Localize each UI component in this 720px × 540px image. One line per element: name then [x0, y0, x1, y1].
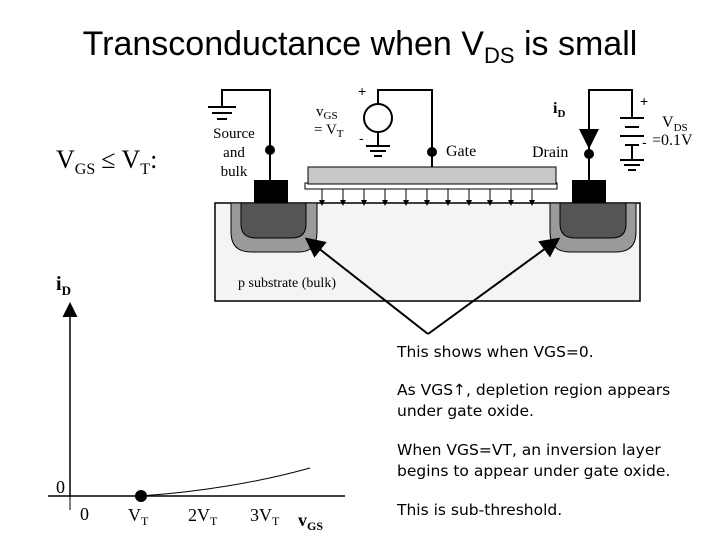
vt-point — [135, 490, 147, 502]
note-inversion: When VGS=VT, an inversion layer begins t… — [397, 441, 671, 480]
substrate-label: p substrate (bulk) — [238, 276, 336, 291]
vgs-label: vGS = VT — [314, 104, 344, 140]
gate-source-plus: + — [358, 83, 366, 99]
graph-x-2vt: 2VT — [188, 505, 218, 528]
graph-x-vt: VT — [128, 505, 149, 528]
title-sub: DS — [483, 43, 515, 68]
source-contact — [254, 180, 288, 203]
gate-label: Gate — [446, 143, 476, 160]
drain-contact — [572, 180, 606, 203]
source-label: Source and bulk — [213, 126, 255, 180]
svg-text:Source: Source — [213, 126, 255, 142]
callout-pointers — [304, 237, 561, 335]
svg-text:and: and — [223, 145, 245, 161]
note-depletion: As VGS↑, depletion region appears under … — [397, 381, 671, 420]
gate-source-minus: - — [359, 130, 364, 146]
gate-electrode — [307, 166, 557, 185]
vds-plus: + — [640, 93, 648, 109]
svg-text:VGS≤VT:: VGS≤VT: — [56, 145, 157, 178]
drain-label: Drain — [532, 144, 568, 161]
slide-title: Transconductance when VDS is small — [0, 22, 720, 78]
source-well-inner — [240, 202, 307, 239]
svg-text:bulk: bulk — [221, 164, 248, 180]
graph-y-zero: 0 — [56, 477, 65, 497]
gate-node — [427, 147, 437, 157]
note-vgs-zero: This shows when VGS=0. — [397, 343, 594, 361]
title-main: Transconductance when V — [82, 25, 484, 63]
vds-label: VDS =0.1V — [652, 114, 693, 149]
graph-x-label: vGS — [298, 510, 323, 533]
source-wiring — [208, 89, 271, 180]
svg-text:vGS: vGS — [316, 104, 338, 122]
title-tail: is small — [514, 25, 638, 63]
gate-wiring — [363, 89, 433, 167]
graph-y-label: iD — [56, 273, 71, 298]
vds-minus: - — [642, 134, 647, 150]
field-arrows — [319, 189, 535, 206]
drain-well-inner — [559, 202, 627, 239]
source-node — [265, 145, 275, 155]
svg-text:= VT: = VT — [314, 122, 344, 140]
id-graph: iD 0 0 VT 2VT 3VT vGS — [48, 273, 345, 533]
graph-x-3vt: 3VT — [250, 505, 280, 528]
condition-label: VGS≤VT: — [56, 145, 157, 178]
svg-text:VDS: VDS — [662, 114, 688, 134]
graph-x-zero: 0 — [80, 504, 89, 524]
svg-text:=0.1V: =0.1V — [652, 132, 693, 149]
drain-wiring — [588, 89, 644, 180]
drain-current-label: iD — [553, 100, 565, 120]
drain-node — [584, 149, 594, 159]
note-subthreshold: This is sub-threshold. — [397, 501, 563, 519]
subthreshold-curve — [139, 467, 311, 497]
